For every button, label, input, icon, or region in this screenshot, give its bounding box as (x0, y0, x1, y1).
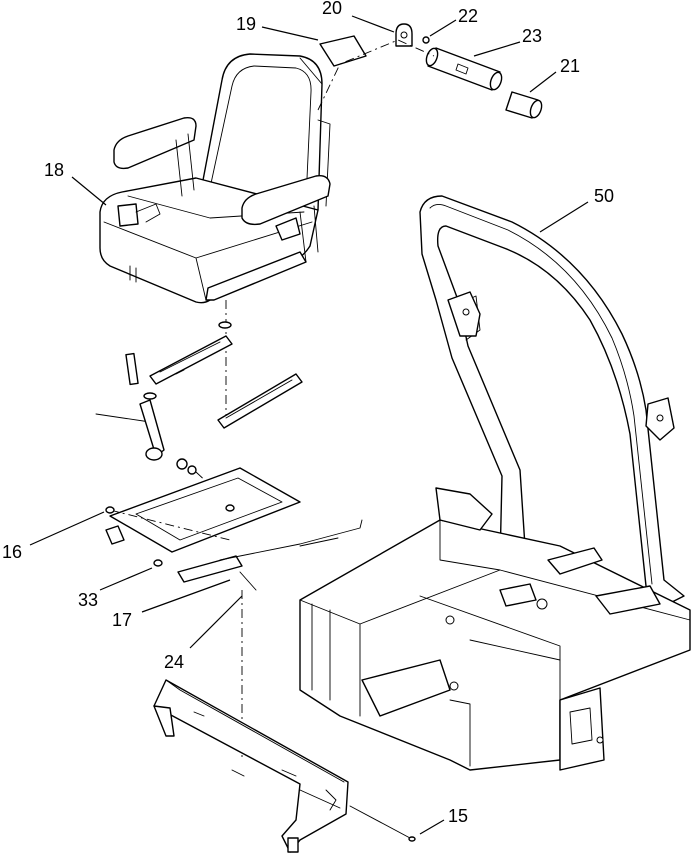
seat-slide-mechanism (95, 300, 303, 501)
callout-labels: 19 20 22 23 21 18 50 16 33 17 24 15 (2, 0, 614, 826)
leader-lines (29, 15, 589, 835)
manual-tube-parts (317, 23, 543, 119)
callout-18: 18 (44, 160, 64, 180)
callout-19: 19 (236, 14, 256, 34)
tractor-frame (299, 487, 691, 771)
callout-16: 16 (2, 542, 22, 562)
callout-24: 24 (164, 652, 184, 672)
callout-21: 21 (560, 56, 580, 76)
callout-20: 20 (322, 0, 342, 18)
seat-support-frame (153, 679, 416, 853)
rops-bar (419, 195, 685, 605)
seat-mount-plate (105, 467, 363, 760)
callout-33: 33 (78, 590, 98, 610)
callout-15: 15 (448, 806, 468, 826)
callout-17: 17 (112, 610, 132, 630)
callout-50: 50 (594, 186, 614, 206)
seat-assembly (99, 53, 331, 304)
callout-22: 22 (458, 6, 478, 26)
callout-23: 23 (522, 26, 542, 46)
